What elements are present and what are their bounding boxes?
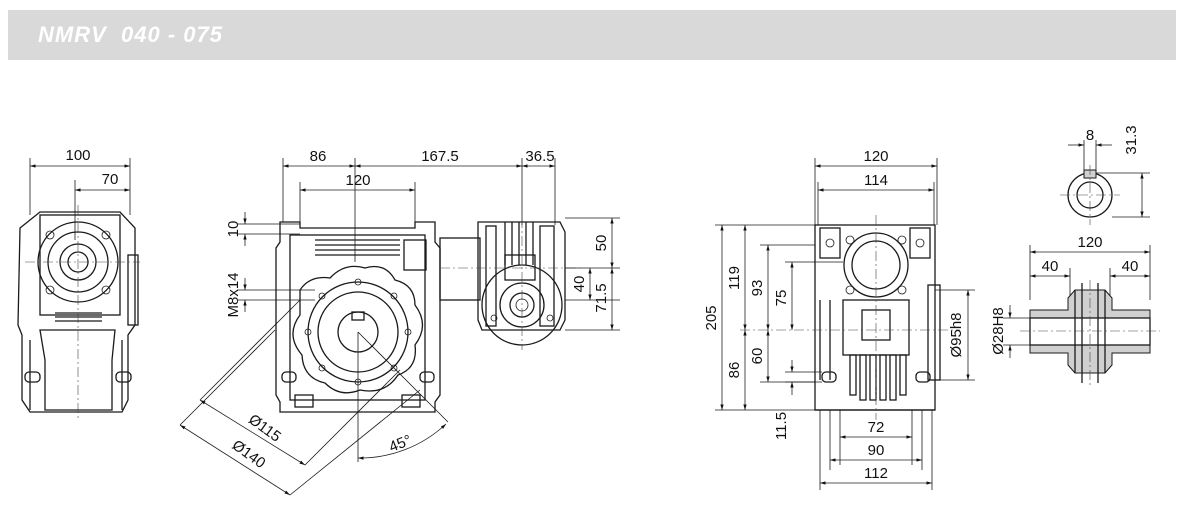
shaft-view: 8 31.3 120 40 40 Ø28H8 (990, 125, 1160, 385)
flange-dim-86: 86 (726, 362, 743, 379)
flange-dim-119: 119 (726, 266, 743, 290)
shaft-dim-d28h8: Ø28H8 (990, 307, 1007, 355)
flange-dim-114: 114 (864, 172, 888, 189)
flange-view: 120 114 20 (703, 148, 975, 490)
front-dim-10: 10 (225, 221, 242, 238)
front-dim-71-5: 71.5 (593, 283, 610, 312)
front-dim-d115: Ø115 (245, 411, 284, 446)
front-dim-36-5: 36.5 (525, 148, 554, 165)
shaft-dim-120: 120 (1077, 234, 1102, 251)
flange-dim-60: 60 (749, 348, 766, 365)
front-dim-167-5: 167.5 (421, 148, 459, 165)
side-view: 100 70 (17, 147, 140, 420)
front-view: 86 167.5 36.5 120 10 M8x14 (179, 148, 620, 496)
flange-dim-11-5: 11.5 (773, 412, 790, 440)
side-dim-70: 70 (102, 171, 119, 188)
front-dim-40: 40 (571, 276, 588, 293)
page-title: NMRV 040 - 075 (38, 22, 223, 47)
flange-dim-d95h8: Ø95h8 (948, 312, 965, 357)
front-dim-45-deg: 45° (387, 432, 414, 456)
front-dim-86: 86 (310, 148, 327, 165)
flange-dim-90: 90 (868, 442, 885, 459)
shaft-dim-40-left: 40 (1042, 258, 1059, 275)
shaft-dim-31-3: 31.3 (1123, 125, 1140, 154)
flange-dim-93: 93 (749, 280, 766, 297)
title-banner: NMRV 040 - 075 (8, 10, 1176, 60)
flange-dim-120: 120 (863, 148, 888, 165)
shaft-dim-40-right: 40 (1122, 258, 1139, 275)
flange-dim-112: 112 (864, 465, 888, 482)
flange-dim-72: 72 (868, 419, 885, 436)
flange-dim-205: 205 (703, 305, 720, 330)
front-dim-d140: Ø140 (229, 437, 269, 472)
flange-dim-75: 75 (773, 290, 790, 307)
front-dim-50: 50 (593, 235, 610, 252)
side-dim-100: 100 (65, 147, 90, 164)
front-dim-m8x14: M8x14 (225, 272, 242, 317)
shaft-dim-8: 8 (1086, 127, 1094, 144)
front-dim-120: 120 (345, 172, 370, 189)
